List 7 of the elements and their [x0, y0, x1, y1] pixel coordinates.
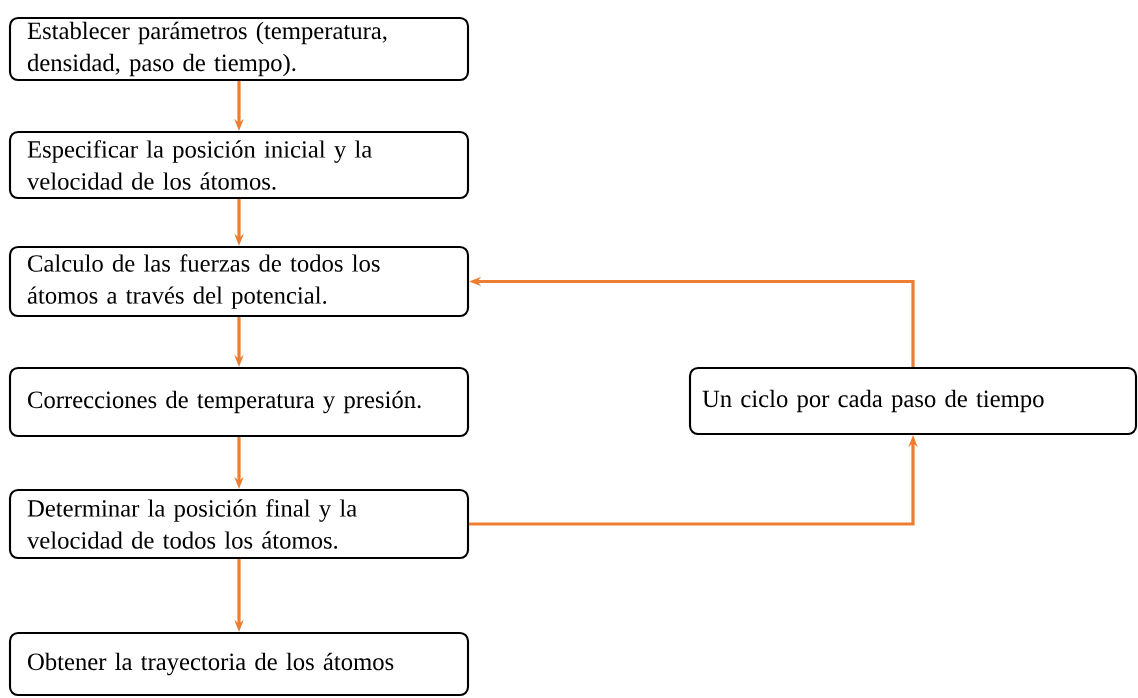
- process-box: Obtener la trayectoria de los átomos: [8, 631, 470, 697]
- process-box: Calculo de las fuerzas de todos los átomos a través del potencial.: [8, 245, 470, 318]
- process-box: Determinar la posición final y la velocidad de todos los átomos.: [8, 488, 470, 560]
- process-box: Un ciclo por cada paso de tiempo: [688, 366, 1138, 436]
- process-box: Especificar la posición inicial y la velocidad de los átomos.: [8, 130, 470, 200]
- process-box: Establecer parámetros (temperatura, densidad, paso de tiempo).: [8, 16, 470, 82]
- process-box: Correcciones de temperatura y presión.: [8, 366, 470, 438]
